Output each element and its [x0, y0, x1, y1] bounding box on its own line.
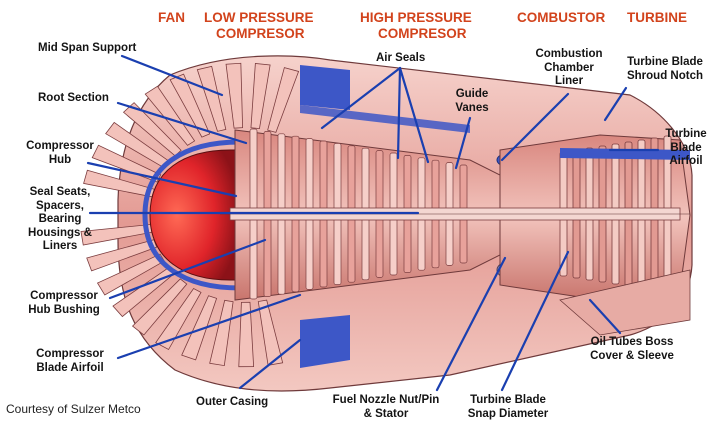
fan-hub-blue-ring	[142, 139, 241, 216]
label-root-section: Root Section	[38, 92, 109, 104]
leader-lines	[86, 54, 660, 392]
leader-compressor-hub	[86, 161, 238, 198]
label-fuel-nozzle: Fuel Nozzle Nut/Pin& Stator	[332, 394, 440, 420]
leader-air-seals-2	[396, 66, 402, 160]
fan-blade	[169, 73, 211, 138]
header-low-pressure: LOW PRESSURE	[204, 10, 314, 25]
leader-hub-bushing	[108, 238, 267, 300]
header-combustor: COMBUSTOR	[517, 10, 606, 25]
leader-oil-tubes	[588, 298, 622, 335]
fan-blade	[181, 295, 218, 361]
header-low-compressor: COMPRESOR	[216, 26, 305, 41]
leader-air-seals-3	[398, 66, 430, 164]
header-fan: FAN	[158, 10, 185, 25]
fan-blue-panel	[300, 65, 350, 110]
header-turbine: TURBINE	[627, 10, 687, 25]
fan-blade	[267, 67, 300, 133]
leader-fuel-nozzle	[435, 256, 507, 392]
label-outer-casing: Outer Casing	[196, 396, 269, 408]
fan-blade	[209, 299, 234, 367]
fan-blade	[96, 253, 165, 296]
leader-guide-vanes	[454, 116, 472, 170]
fan-blade	[144, 85, 196, 146]
fan-blades	[80, 62, 300, 368]
leader-blade-airfoil	[116, 293, 302, 360]
label-mid-span-support: Mid Span Support	[38, 42, 137, 54]
fan-blue-panel-lower	[300, 315, 350, 368]
fan-blade	[250, 63, 271, 130]
leader-snap-diameter	[500, 250, 570, 392]
fan-blade	[196, 65, 227, 132]
leader-outer-casing	[238, 338, 302, 390]
fan-blade	[131, 278, 188, 336]
fan-blade	[155, 287, 202, 351]
fan-blade	[238, 301, 255, 368]
leader-shroud-notch	[603, 86, 628, 122]
leader-root-section	[116, 101, 248, 145]
fan-hub-blue-ring-lower	[142, 214, 241, 291]
fan-blade	[91, 144, 162, 183]
label-air-seals: Air Seals	[376, 52, 426, 64]
fan-blade	[122, 102, 182, 157]
header-high-compressor: COMPRESOR	[378, 26, 467, 41]
credit-text: Courtesy of Sulzer Metco	[6, 402, 141, 416]
leader-air-seals-1	[320, 66, 402, 130]
header-high-pressure: HIGH PRESSURE	[360, 10, 472, 25]
leader-combustion	[500, 92, 570, 162]
fan-blade	[225, 62, 244, 129]
leader-mid-span	[120, 54, 224, 97]
exhaust-casing	[559, 269, 691, 336]
